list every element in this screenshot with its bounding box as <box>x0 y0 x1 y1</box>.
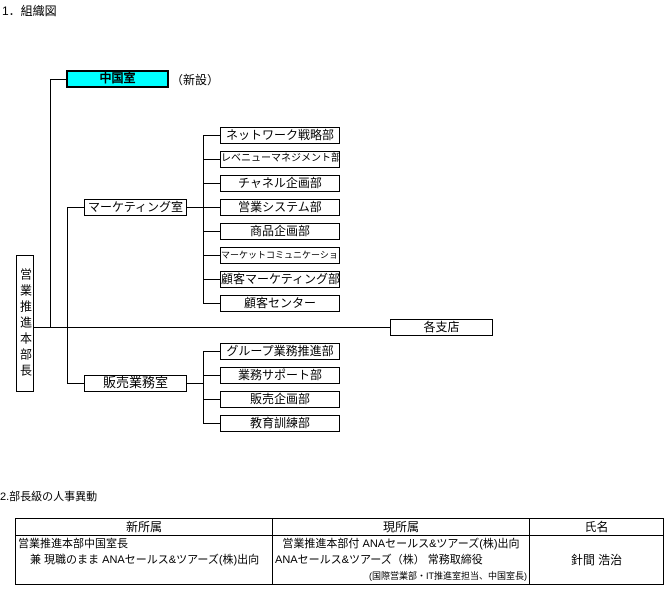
china-office-box: 中国室 <box>66 70 169 88</box>
cell-current-position: 営業推進本部付 ANAセールス&ツアーズ(株)出向 ANAセールス&ツアーズ（株… <box>272 535 530 585</box>
connector-line <box>203 375 220 376</box>
header-new-position: 新所属 <box>15 518 273 536</box>
dept-box: 教育訓練部 <box>220 415 340 432</box>
org-root-box: 営業推進本部長 <box>16 255 34 392</box>
connector-line <box>186 383 203 384</box>
dept-box: ネットワーク戦略部 <box>220 127 340 144</box>
current-position-line: ANAセールス&ツアーズ（株） 常務取締役 <box>275 554 483 566</box>
connector-line <box>203 423 220 424</box>
connector-line <box>203 231 220 232</box>
new-position-line: 兼 現職のまま ANAセールス&ツアーズ(株)出向 <box>30 554 260 566</box>
dept-box: マーケットコミュニケーション部 <box>220 247 340 264</box>
dept-box: 販売企画部 <box>220 391 340 408</box>
china-office-note: （新設） <box>171 73 220 87</box>
dept-box: 商品企画部 <box>220 223 340 240</box>
connector-line <box>50 79 51 327</box>
connector-line <box>203 303 220 304</box>
new-position-line: 営業推進本部中国室長 <box>18 538 128 550</box>
dept-box: グループ業務推進部 <box>220 343 340 360</box>
connector-line <box>67 383 84 384</box>
section-title-personnel: 2.部長級の人事異動 <box>0 491 98 503</box>
dept-box: 業務サポート部 <box>220 367 340 384</box>
connector-line <box>203 279 220 280</box>
connector-line <box>203 351 204 424</box>
connector-line <box>203 351 220 352</box>
table-row: 営業推進本部中国室長 兼 現職のまま ANAセールス&ツアーズ(株)出向 営業推… <box>15 535 664 585</box>
dept-box: 顧客センター <box>220 295 340 312</box>
dept-box: チャネル企画部 <box>220 175 340 192</box>
cell-new-position: 営業推進本部中国室長 兼 現職のまま ANAセールス&ツアーズ(株)出向 <box>15 535 273 585</box>
current-position-line: (国際営業部・IT推進室担当、中国室長) <box>369 571 527 581</box>
connector-line <box>203 135 220 136</box>
header-name: 氏名 <box>529 518 664 536</box>
connector-line <box>67 207 68 384</box>
connector-line <box>33 327 390 328</box>
connector-line <box>203 159 220 160</box>
personnel-table: 新所属 現所属 氏名 営業推進本部中国室長 兼 現職のまま ANAセールス&ツア… <box>15 518 664 585</box>
dept-box: 顧客マーケティング部 <box>220 271 340 288</box>
branches-box: 各支店 <box>390 319 493 336</box>
current-position-line: 営業推進本部付 ANAセールス&ツアーズ(株)出向 <box>282 538 520 550</box>
sales-office-box: 販売業務室 <box>84 375 187 392</box>
connector-line <box>50 79 66 80</box>
table-header-row: 新所属 現所属 氏名 <box>15 518 664 536</box>
header-current-position: 現所属 <box>272 518 530 536</box>
dept-box: レベニューマネジメント部 <box>220 151 340 168</box>
org-root-label: 営業推進本部長 <box>18 267 33 380</box>
connector-line <box>203 255 220 256</box>
connector-line <box>203 183 220 184</box>
dept-box: 営業システム部 <box>220 199 340 216</box>
cell-name: 針間 浩治 <box>529 535 664 585</box>
connector-line <box>203 399 220 400</box>
connector-line <box>67 207 84 208</box>
marketing-office-box: マーケティング室 <box>84 199 187 216</box>
connector-line <box>203 135 204 304</box>
section-title-org-chart: 1．組織図 <box>2 4 57 18</box>
